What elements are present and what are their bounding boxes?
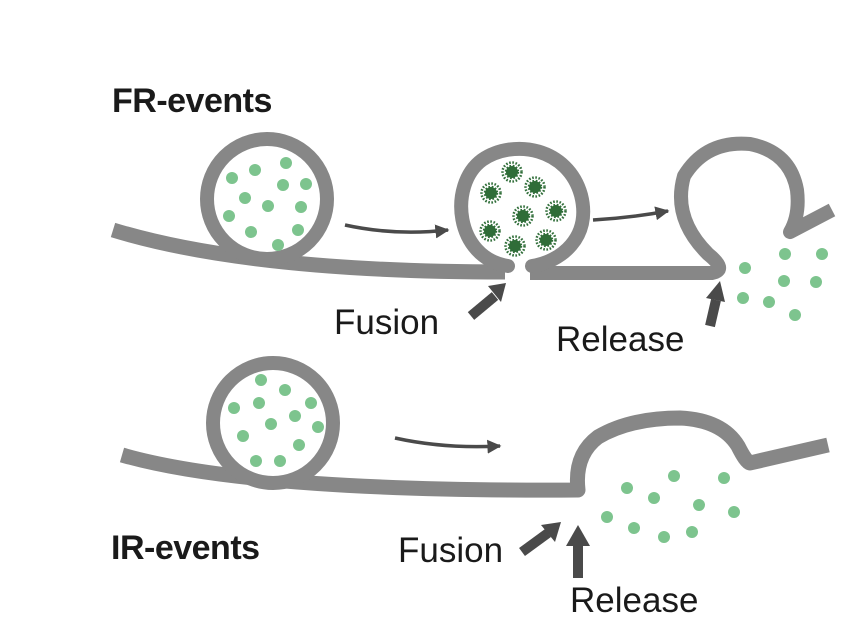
ir-docked-vesicle bbox=[206, 356, 340, 490]
fr-docked-vesicle bbox=[200, 132, 334, 266]
ir-events-title: IR-events bbox=[111, 529, 260, 567]
ir-docked-cargo bbox=[228, 374, 324, 467]
ir-event-row bbox=[119, 356, 830, 578]
ir-fusion-pointer bbox=[519, 522, 561, 557]
fr-progress-arrow-2 bbox=[592, 206, 670, 222]
ir-released-cargo bbox=[601, 470, 740, 543]
fr-released-cargo bbox=[737, 248, 828, 321]
fr-progress-arrow-1 bbox=[344, 223, 450, 239]
fr-docked-cargo bbox=[223, 157, 312, 251]
ir-release-pointer bbox=[566, 525, 590, 578]
fr-release-label: Release bbox=[556, 320, 685, 359]
fr-release-pointer bbox=[705, 281, 725, 328]
fr-fusion-pointer bbox=[467, 283, 506, 320]
fr-fused-cargo bbox=[479, 161, 567, 257]
ir-fusion-label: Fusion bbox=[398, 531, 504, 570]
fr-event-row bbox=[110, 132, 836, 328]
ir-progress-arrow bbox=[394, 436, 502, 454]
fr-membrane-right bbox=[530, 136, 836, 280]
fr-events-title: FR-events bbox=[112, 82, 272, 120]
fr-fusion-label: Fusion bbox=[334, 303, 440, 342]
ir-release-label: Release bbox=[570, 581, 699, 620]
fr-fused-vesicle bbox=[454, 141, 591, 273]
